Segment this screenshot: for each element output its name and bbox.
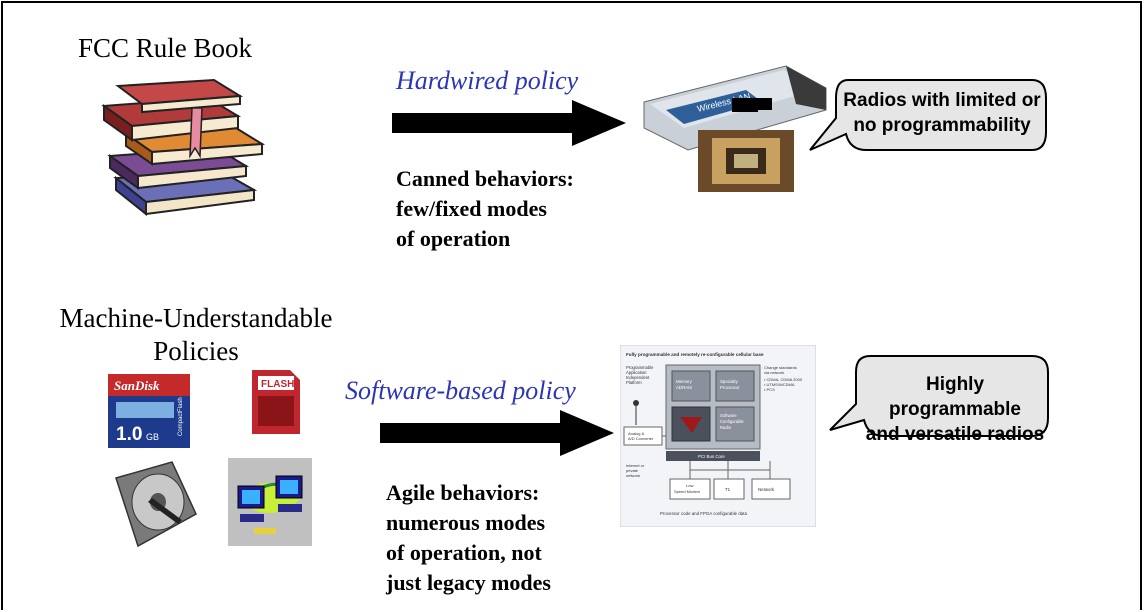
platform-text: Programmable Application Independent Pla…	[626, 365, 654, 385]
pci-bus-label: PCI Bus Core	[698, 454, 725, 459]
networked-computers-icon	[228, 458, 312, 546]
standards-line: Change standards	[764, 365, 797, 370]
agile-behaviors-line: Agile behaviors:	[386, 480, 540, 505]
software-line: Radio	[720, 425, 732, 430]
internet-line: private	[626, 468, 639, 473]
standards-line: • PCS	[764, 387, 775, 392]
books-icon	[101, 78, 266, 216]
cf-type: CompactFlash	[178, 397, 184, 436]
platform-line: Independent	[626, 375, 650, 380]
specialty-line: Specialty	[720, 379, 739, 384]
agile-behaviors-line: just legacy modes	[386, 570, 551, 595]
software-line: Software	[720, 413, 737, 418]
callout-line: Highly programmable	[889, 374, 1021, 420]
standards-line: • UTMS/WCDMA	[764, 382, 795, 387]
standards-line: • CDMA, CDMA 2000	[764, 377, 803, 382]
canned-behaviors-text: Canned behaviors: few/fixed modes of ope…	[396, 164, 574, 254]
internet-line: network	[626, 473, 640, 478]
limited-radios-callout: Radios with limited or no programmabilit…	[840, 88, 1044, 138]
hardwired-arrow	[392, 100, 626, 146]
wlan-card-and-chip-image: Wireless LAN	[643, 65, 827, 192]
title-line: Machine-Understandable	[59, 303, 333, 333]
analog-line: A/D Converter	[628, 436, 654, 441]
canned-behaviors-line: Canned behaviors:	[396, 166, 574, 191]
canned-behaviors-line: of operation	[396, 226, 511, 251]
platform-line: Application	[626, 370, 647, 375]
software-policy-label: Software-based policy	[345, 376, 576, 405]
software-arrow	[380, 410, 614, 456]
agile-behaviors-line: numerous modes	[386, 510, 546, 535]
platform-line: Platform	[626, 380, 642, 385]
cf-size: 1.0	[116, 424, 142, 445]
software-line: Configurable	[720, 419, 744, 424]
t1-label: T1	[725, 487, 731, 492]
agile-behaviors-text: Agile behaviors: numerous modes of opera…	[386, 478, 551, 598]
specialty-line: Processor	[720, 385, 740, 390]
machine-policies-title: Machine-Understandable Policies	[44, 302, 348, 368]
title-line: Policies	[153, 336, 239, 366]
cf-brand: SanDisk	[114, 378, 160, 393]
agile-behaviors-line: of operation, not	[386, 540, 542, 565]
versatile-radios-callout-bubble	[829, 355, 1049, 437]
callout-line: no programmability	[853, 115, 1031, 136]
modem-line: Speed Modem	[674, 489, 701, 494]
platform-line: Programmable	[626, 365, 654, 370]
modem-line: Low	[686, 483, 693, 488]
canned-behaviors-line: few/fixed modes	[396, 196, 547, 221]
hard-disk-icon	[115, 461, 197, 548]
block-diagram-footer: Processor code and FPGA configurable dat…	[660, 511, 747, 516]
sd-label: FLASH	[261, 379, 294, 390]
compactflash-card-icon: SanDisk 1.0 GB CompactFlash	[108, 374, 190, 448]
internet-text: Internet or private network	[626, 463, 645, 478]
fcc-rule-book-title: FCC Rule Book	[78, 33, 253, 63]
block-diagram-title: Fully programmable and remotely re-confi…	[626, 352, 764, 357]
analog-line: Analog &	[628, 431, 645, 436]
limited-radios-callout-bubble	[809, 79, 1047, 151]
network-label: Network	[758, 487, 775, 492]
cf-unit: GB	[146, 432, 159, 442]
memory-line: Memory	[676, 379, 693, 384]
sd-flash-card-icon: FLASH	[252, 370, 300, 434]
callout-line: and versatile radios	[865, 424, 1045, 445]
versatile-radios-callout: Highly programmable and versatile radios	[860, 372, 1050, 447]
callout-line: Radios with limited or	[843, 90, 1041, 111]
reconfigurable-base-diagram: Fully programmable and remotely re-confi…	[620, 345, 816, 527]
memory-line: ADRAM	[676, 385, 692, 390]
hardwired-policy-label: Hardwired policy	[396, 66, 579, 95]
internet-line: Internet or	[626, 463, 645, 468]
standards-line: via network	[764, 370, 784, 375]
change-standards-text: Change standards via network • CDMA, CDM…	[764, 365, 803, 392]
